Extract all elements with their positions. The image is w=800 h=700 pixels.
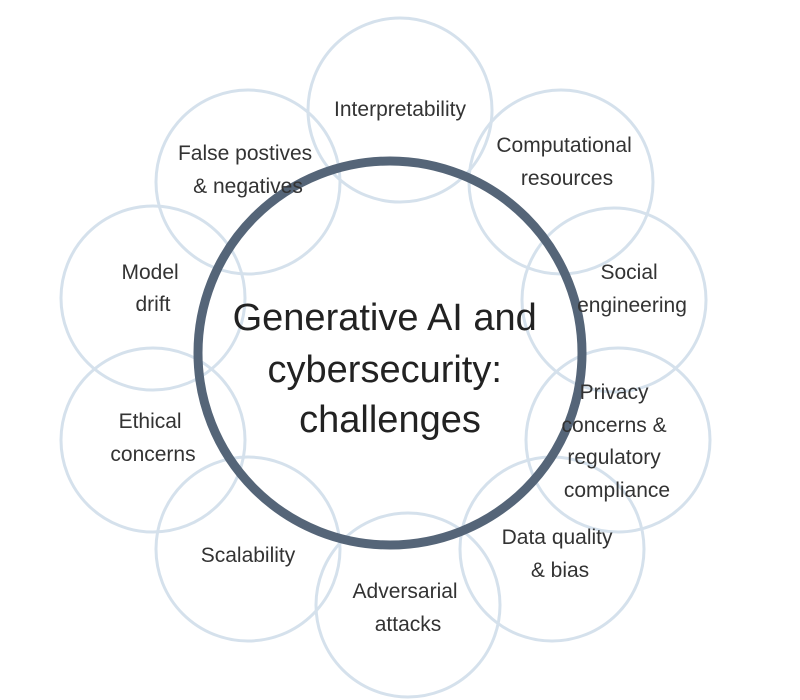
node-label-line: Adversarial — [353, 580, 458, 603]
node-label-line: False postives — [178, 142, 312, 165]
node-label-line: Computational — [496, 134, 631, 157]
node-label-line: drift — [135, 293, 170, 316]
node-label-line: compliance — [564, 479, 670, 502]
center-ring — [193, 156, 587, 550]
node-circle-interpretability — [306, 16, 494, 204]
node-label-ethical: Ethical concerns — [110, 410, 195, 466]
node-label-line: concerns & — [562, 414, 667, 437]
node-labels: Interpretability Computational resources… — [110, 98, 686, 636]
outer-circles — [59, 16, 712, 699]
node-label-data-quality: Data quality & bias — [502, 526, 619, 582]
node-label-line: Ethical — [119, 410, 182, 433]
node-label-line: resources — [521, 167, 613, 190]
node-label-line: & negatives — [193, 175, 303, 198]
node-label-line: Social — [600, 261, 657, 284]
node-label-line: Scalability — [201, 544, 296, 567]
node-label-line: regulatory — [567, 446, 661, 469]
node-circle-model-drift — [59, 204, 247, 392]
node-label-line: Data quality — [502, 526, 613, 549]
center-title-line: cybersecurity: — [268, 349, 502, 391]
node-circle-ethical — [59, 346, 247, 534]
node-label-false-positives: False postives & negatives — [178, 142, 318, 198]
node-label-line: & bias — [531, 559, 589, 582]
node-label-line: Privacy — [580, 381, 649, 404]
center-title: Generative AI and cybersecurity: challen… — [233, 297, 548, 441]
node-label-privacy: Privacy concerns & regulatory compliance — [562, 381, 673, 502]
node-label-social-engineering: Social engineering — [577, 261, 687, 317]
center-title-line: Generative AI and — [233, 297, 537, 339]
node-label-scalability: Scalability — [201, 544, 296, 567]
node-label-model-drift: Model drift — [121, 261, 184, 316]
node-label-computational-resources: Computational resources — [496, 134, 637, 190]
node-label-line: engineering — [577, 294, 687, 317]
node-label-line: Model — [121, 261, 178, 284]
node-circle-adversarial — [314, 511, 502, 699]
node-label-line: attacks — [375, 613, 442, 636]
node-circle-scalability — [154, 455, 342, 643]
node-circle-social-engineering — [520, 206, 708, 394]
node-circle-privacy — [524, 346, 712, 534]
node-label-line: concerns — [110, 443, 195, 466]
center-title-line: challenges — [299, 399, 481, 441]
node-label-adversarial: Adversarial attacks — [353, 580, 464, 636]
node-label-interpretability: Interpretability — [334, 98, 466, 121]
node-label-line: Interpretability — [334, 98, 466, 121]
node-circle-false-positives — [154, 88, 342, 276]
